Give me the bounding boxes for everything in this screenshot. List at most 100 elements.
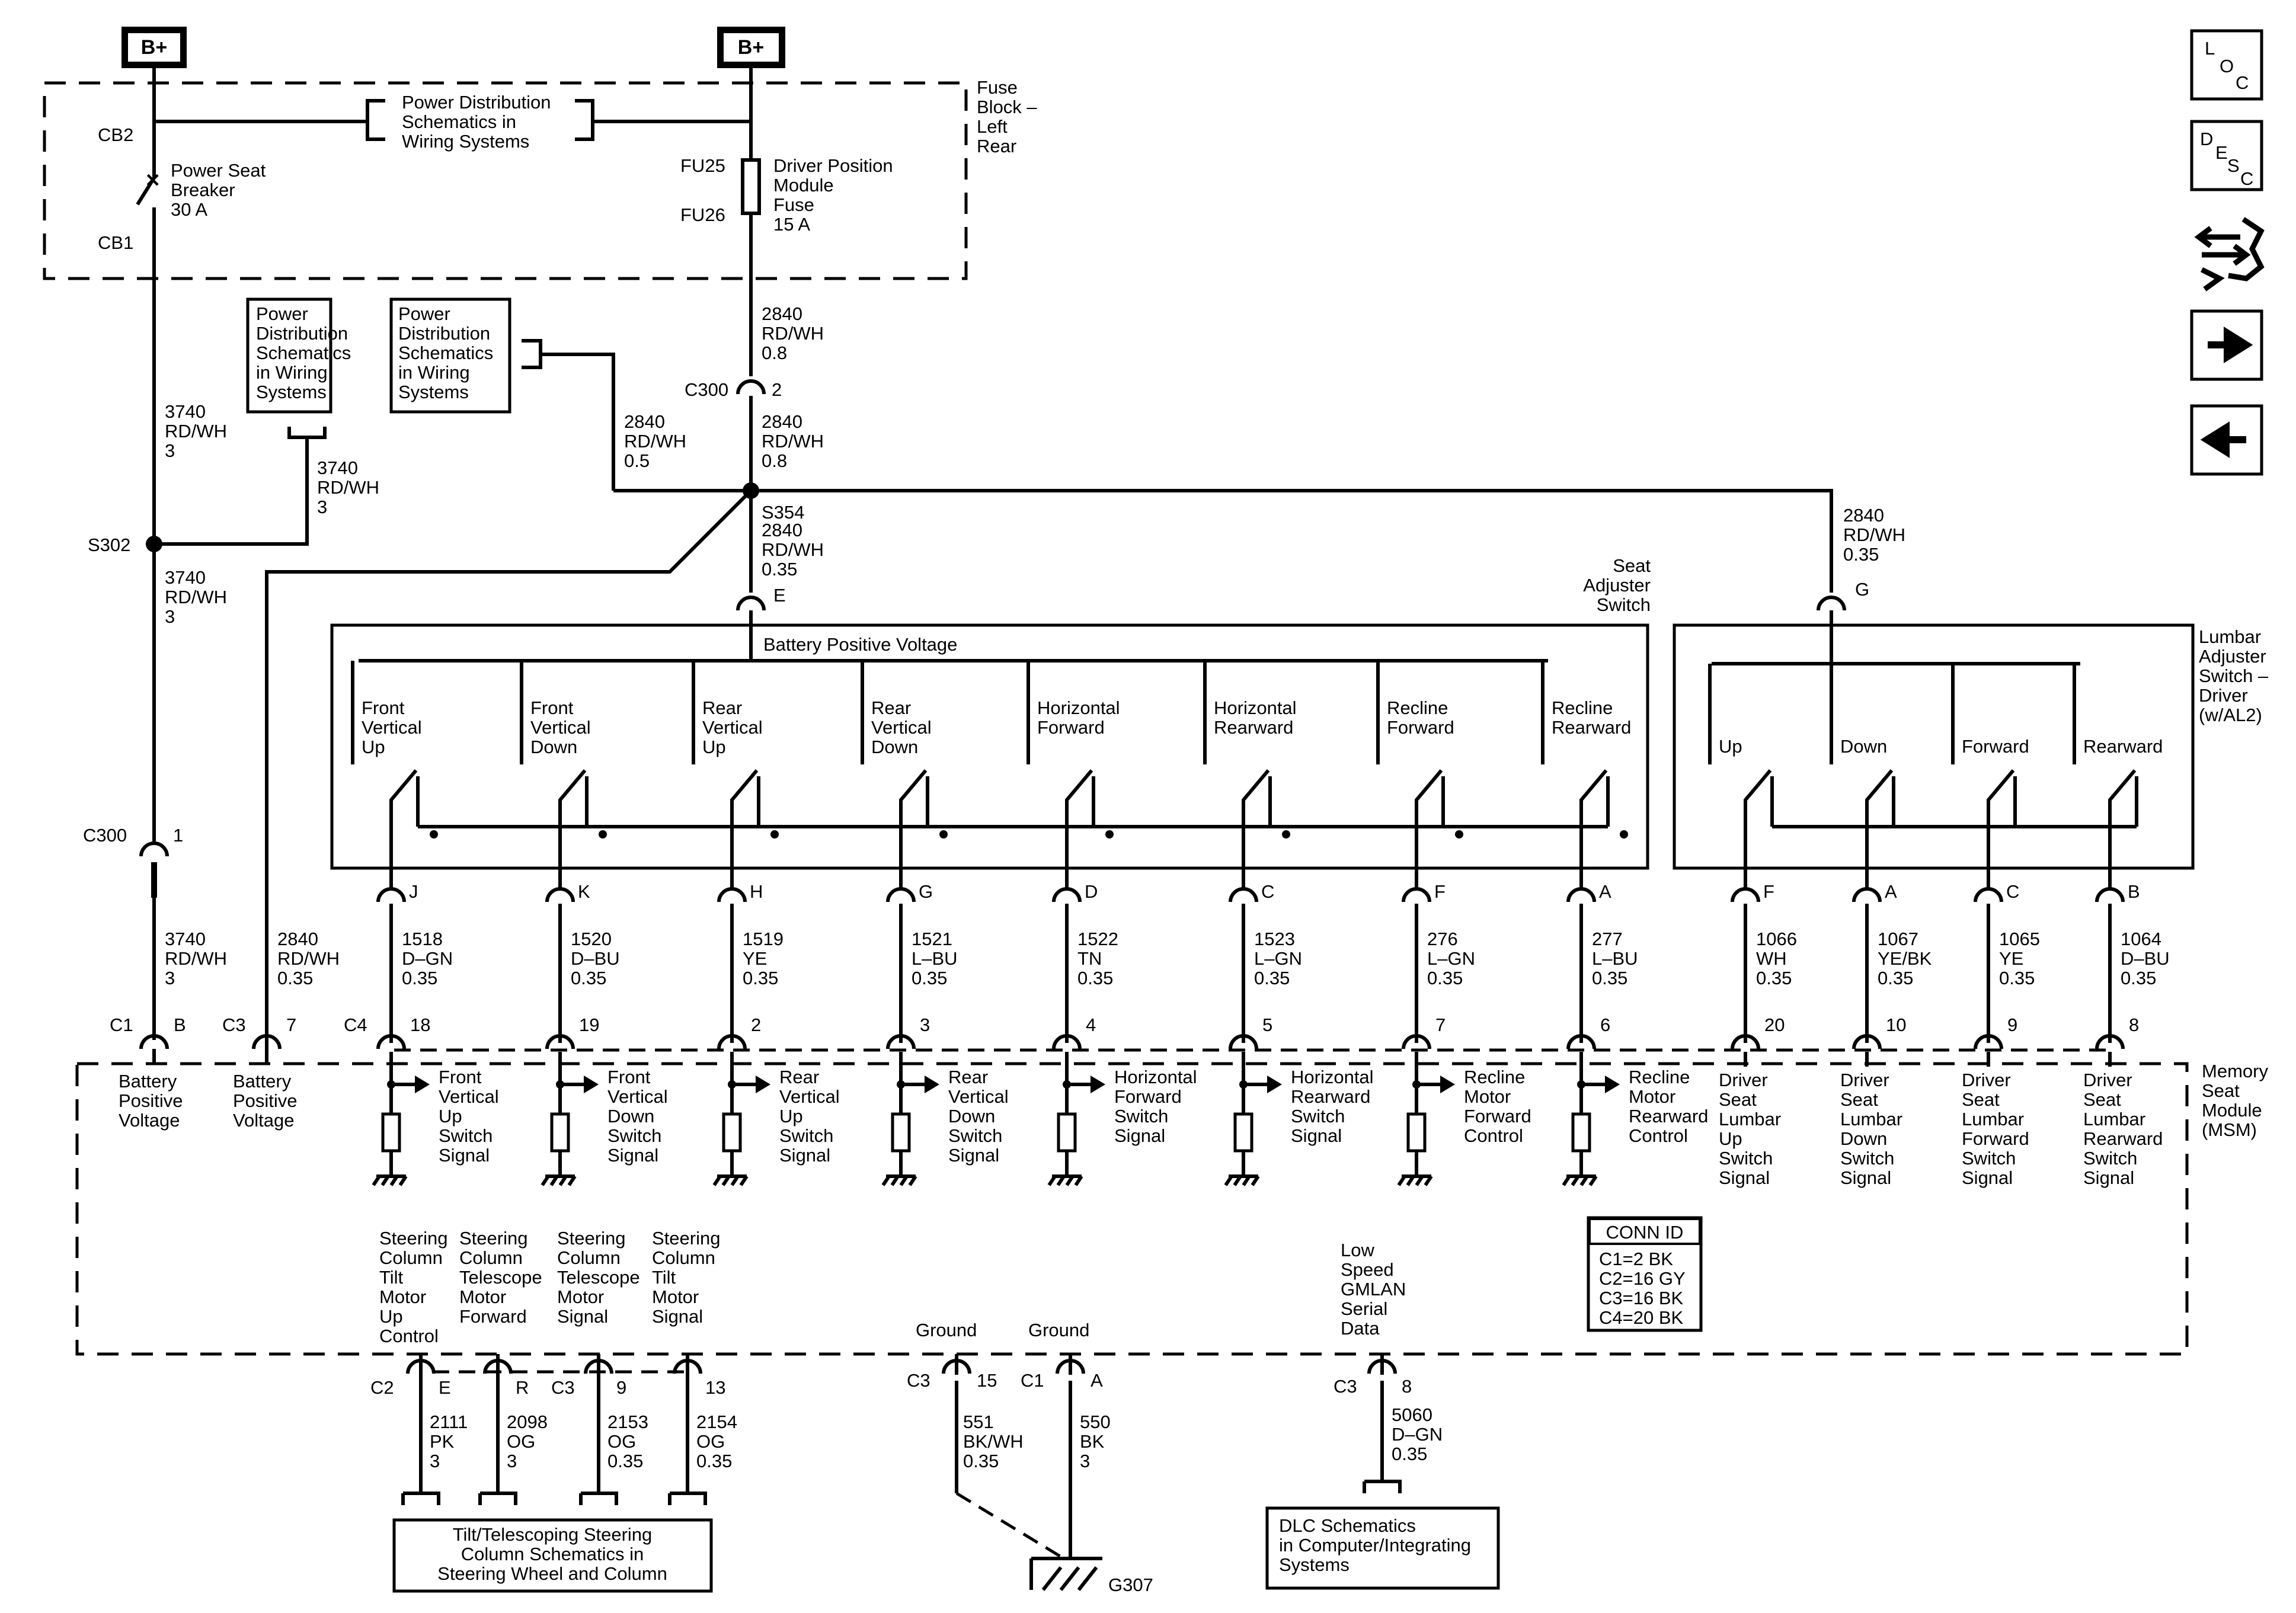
lumbar-switch-label: Rearward [2083,736,2163,757]
cb2-label: CB2 [98,124,133,145]
svg-text:C: C [2236,72,2249,93]
prev-arrow-icon[interactable] [2190,404,2263,476]
lumbar-switch-pin: F [1763,881,1774,902]
svg-text:Ground: Ground [1028,1320,1089,1340]
msm-pin: 19 [579,1014,599,1035]
seat-switch-pin: F [1434,881,1446,902]
seat-switch-pin: C [1261,881,1274,902]
svg-text:Battery Positive Voltage: Battery Positive Voltage [763,634,957,655]
msm-pin: 9 [2007,1014,2017,1035]
svg-text:G307: G307 [1108,1574,1153,1595]
seat-switch-pin: D [1085,881,1098,902]
svg-text:C: C [2240,168,2253,189]
svg-text:C1: C1 [1021,1370,1044,1391]
svg-text:C3: C3 [1334,1376,1357,1397]
msm-pin: 10 [1886,1014,1906,1035]
msm-pin: 2 [751,1014,761,1035]
svg-text:E: E [773,585,786,606]
svg-text:C3: C3 [222,1014,246,1035]
svg-text:8: 8 [1402,1376,1412,1397]
svg-text:G: G [1855,579,1869,600]
svg-text:S: S [2227,155,2240,176]
cb1-label: CB1 [98,232,133,253]
seat-switch-pin: H [750,881,763,902]
svg-text:7: 7 [286,1014,296,1035]
next-arrow-icon[interactable] [2190,309,2263,381]
steering-pin: R [516,1377,529,1398]
svg-text:C3: C3 [907,1370,930,1391]
battery-center: B+ [717,27,785,68]
svg-text:S302: S302 [88,535,130,555]
fuse-block-outline [43,81,968,280]
desc-icon[interactable]: D E S C [2190,120,2263,191]
loc-icon[interactable]: L O C [2190,29,2263,101]
msm-pin: 5 [1262,1014,1272,1035]
svg-text:B+: B+ [141,36,167,59]
svg-text:B: B [174,1014,186,1035]
svg-text:D: D [2200,129,2213,149]
msm-outline [75,1062,2189,1356]
fu26-label: FU26 [680,204,725,225]
steering-pin: E [439,1377,451,1398]
svg-text:C3: C3 [551,1377,575,1398]
svg-text:C2: C2 [370,1377,394,1398]
msm-pin: 6 [1600,1014,1610,1035]
svg-text:C1: C1 [110,1014,133,1035]
fu25-label: FU25 [680,155,725,176]
connector-end-view-icon[interactable] [2194,217,2265,292]
msm-pin: 3 [920,1014,930,1035]
seat-switch-pin: G [919,881,933,902]
